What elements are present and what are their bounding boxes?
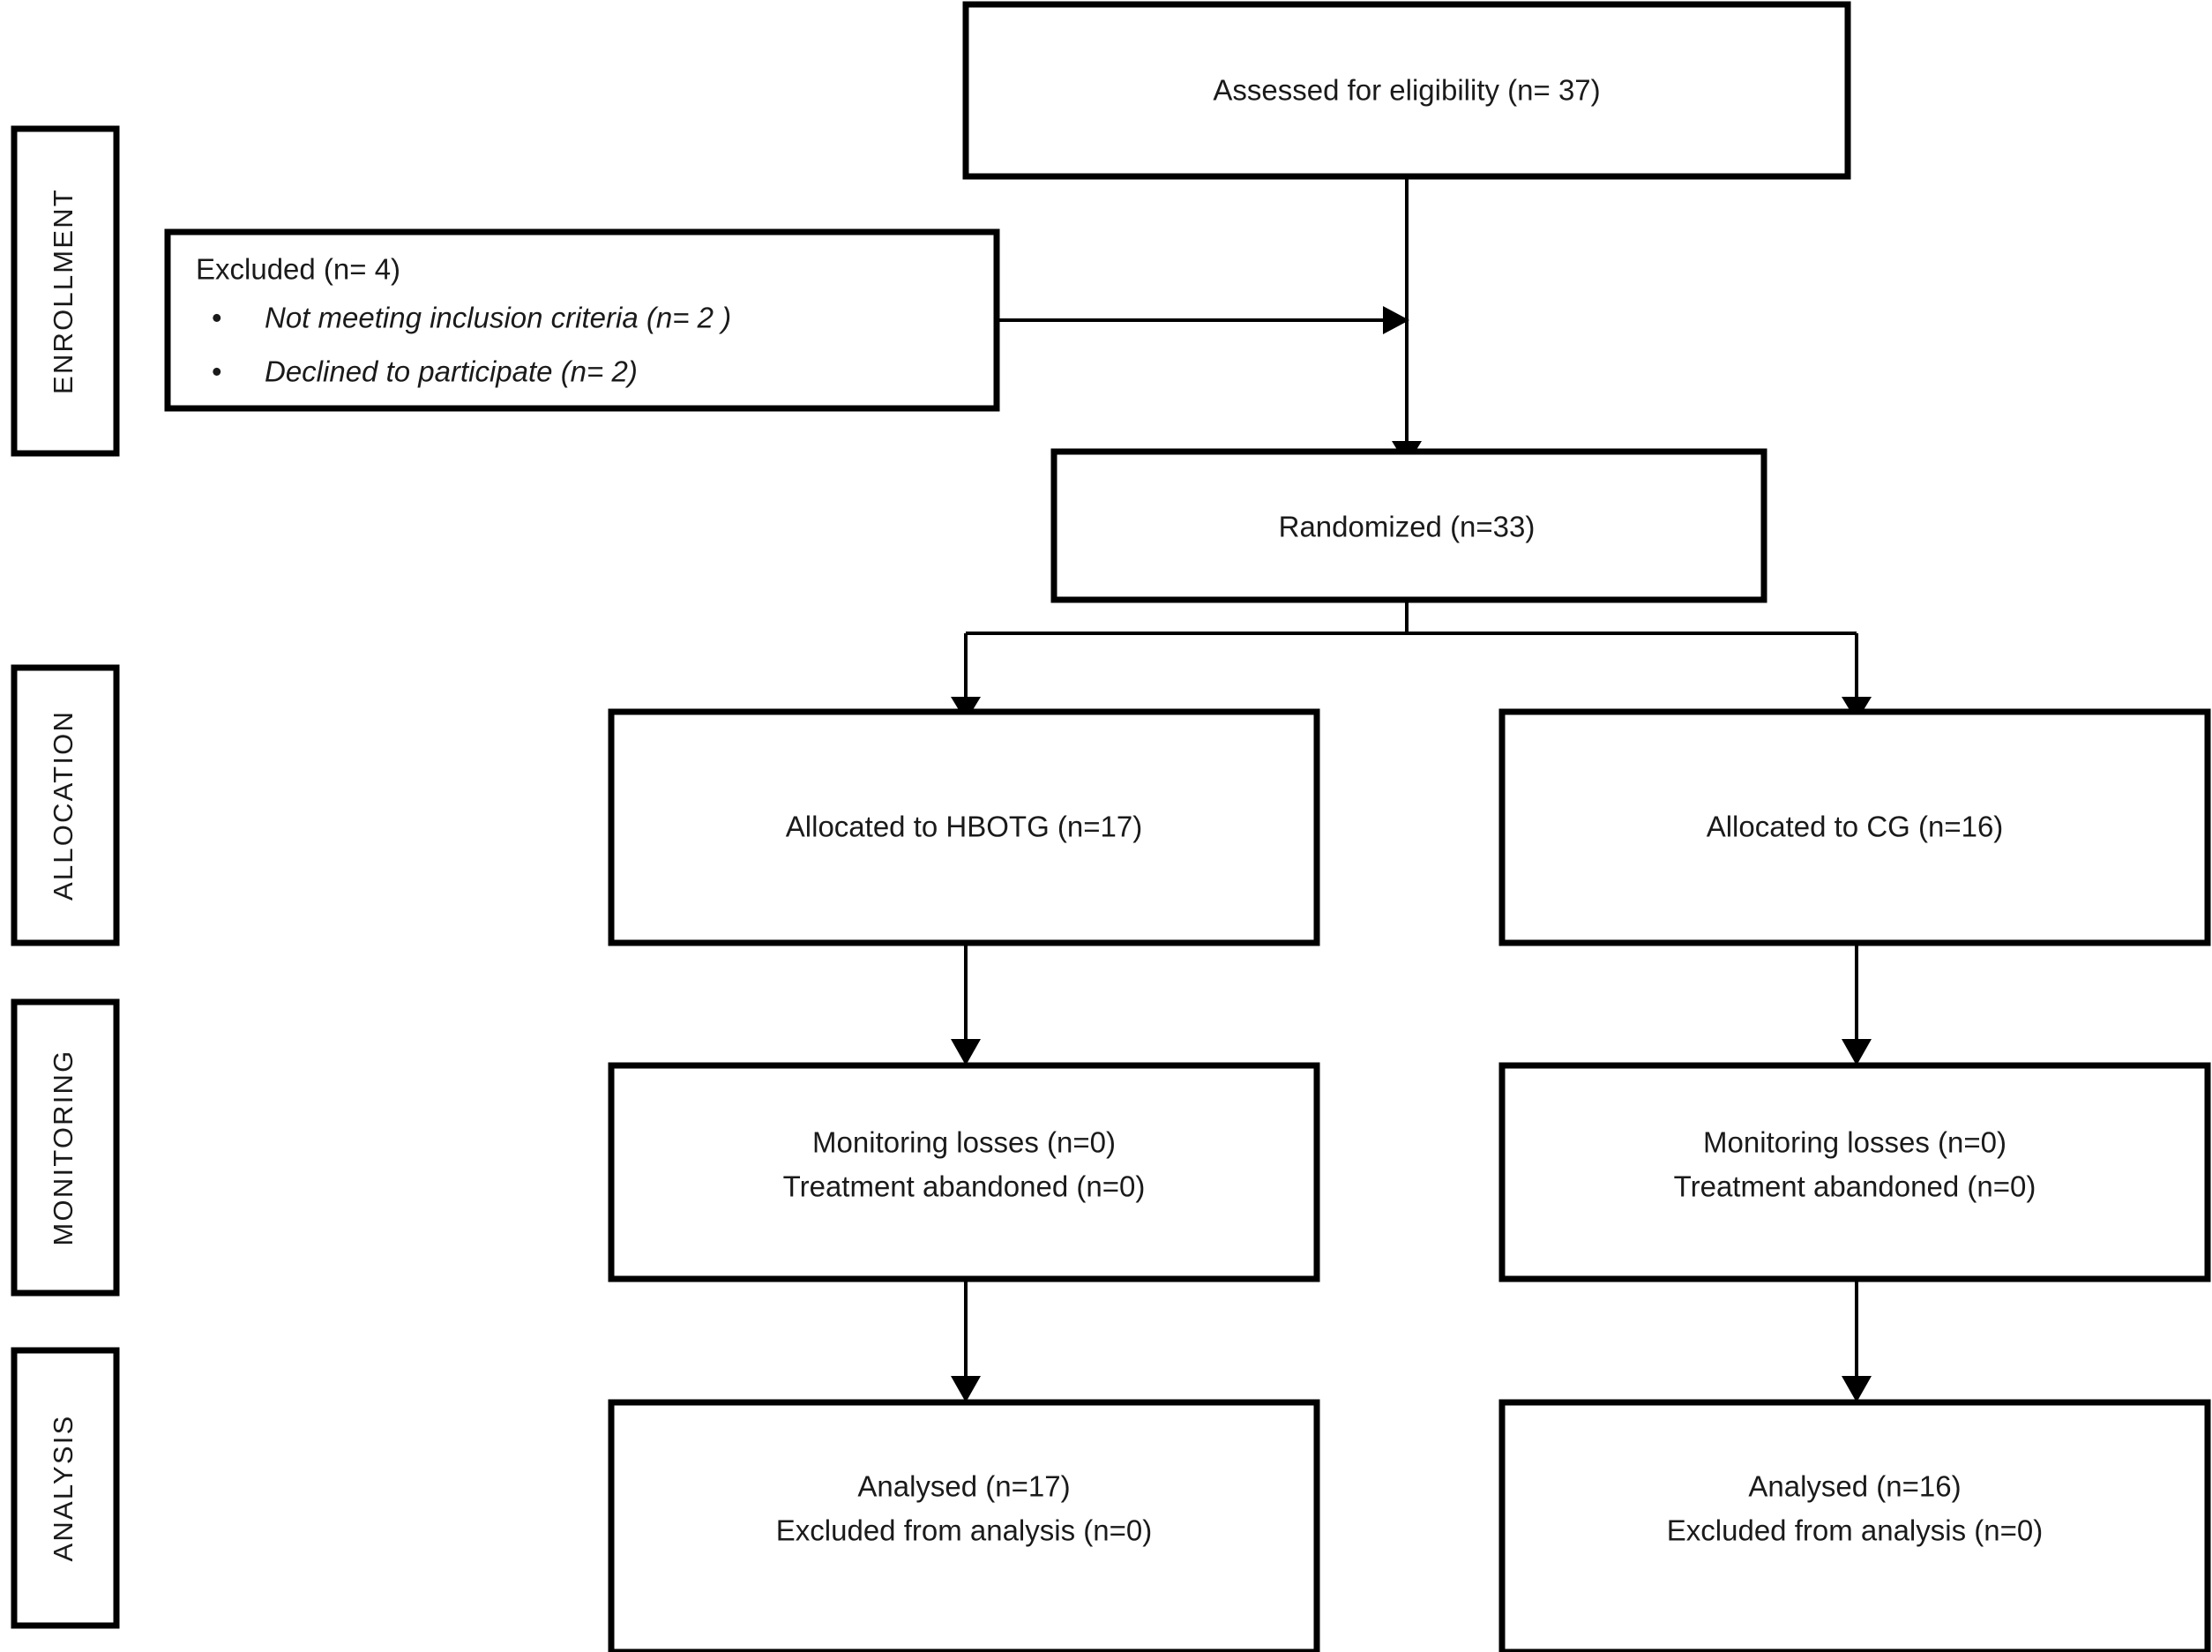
node-monitoring-hbotg: Monitoring losses (n=0) Treatment abando…	[608, 1062, 1320, 1282]
node-monitoring-cg: Monitoring losses (n=0) Treatment abando…	[1498, 1062, 2211, 1282]
node-analysis-cg: Analysed (n=16) Excluded from analysis (…	[1498, 1399, 2211, 1652]
arrowhead-excluded-merge	[1383, 306, 1409, 334]
stage-label-allocation: ALLOCATION	[11, 664, 120, 946]
node-excluded: Excluded (n= 4) • Not meeting inclusion …	[164, 228, 1000, 412]
node-excluded-bullet-2: Declined to participate (n= 2)	[265, 355, 638, 388]
node-monitoring-cg-line2: Treatment abandoned (n=0)	[1674, 1170, 2036, 1203]
stage-label-monitoring: MONITORING	[11, 998, 120, 1297]
node-excluded-title: Excluded (n= 4)	[196, 253, 400, 286]
stage-label-allocation-text: ALLOCATION	[48, 710, 78, 901]
node-assessed-for-eligibility: Assessed for eligibility (n= 37)	[962, 1, 1851, 180]
node-allocated-cg-line1: Allocated to CG (n=16)	[1707, 811, 2004, 843]
stage-label-analysis: ANALYSIS	[11, 1347, 120, 1629]
stage-label-monitoring-text: MONITORING	[48, 1050, 78, 1246]
node-analysis-hbotg: Analysed (n=17) Excluded from analysis (…	[608, 1399, 1320, 1652]
node-monitoring-cg-line1: Monitoring losses (n=0)	[1703, 1126, 2006, 1159]
stage-label-enrollment-text: ENROLLMENT	[48, 188, 78, 394]
stage-label-analysis-text: ANALYSIS	[48, 1415, 78, 1562]
node-allocated-cg: Allocated to CG (n=16)	[1498, 708, 2211, 946]
node-monitoring-hbotg-line2: Treatment abandoned (n=0)	[783, 1170, 1146, 1203]
node-analysis-hbotg-line1: Analysed (n=17)	[857, 1470, 1070, 1503]
arrowhead-monitor-left-in	[951, 1039, 981, 1065]
arrowhead-analysis-right-in	[1842, 1376, 1872, 1402]
node-excluded-bullet-marker-2: •	[212, 355, 222, 388]
node-excluded-bullet-1: Not meeting inclusion criteria (n= 2 )	[265, 302, 731, 334]
node-monitoring-hbotg-line1: Monitoring losses (n=0)	[812, 1126, 1116, 1159]
node-randomized: Randomized (n=33)	[1050, 448, 1767, 603]
node-assessed-line1: Assessed for eligibility (n= 37)	[1213, 74, 1600, 107]
node-analysis-cg-line2: Excluded from analysis (n=0)	[1667, 1514, 2043, 1547]
node-analysis-cg-line1: Analysed (n=16)	[1748, 1470, 1961, 1503]
node-randomized-line1: Randomized (n=33)	[1279, 511, 1536, 543]
node-allocated-hbotg: Allocated to HBOTG (n=17)	[608, 708, 1320, 946]
node-excluded-bullet-marker-1: •	[212, 302, 222, 334]
node-analysis-hbotg-line2: Excluded from analysis (n=0)	[776, 1514, 1152, 1547]
stage-label-enrollment: ENROLLMENT	[11, 125, 120, 457]
arrowhead-analysis-left-in	[951, 1376, 981, 1402]
arrowhead-monitor-right-in	[1842, 1039, 1872, 1065]
node-allocated-hbotg-line1: Allocated to HBOTG (n=17)	[786, 811, 1142, 843]
